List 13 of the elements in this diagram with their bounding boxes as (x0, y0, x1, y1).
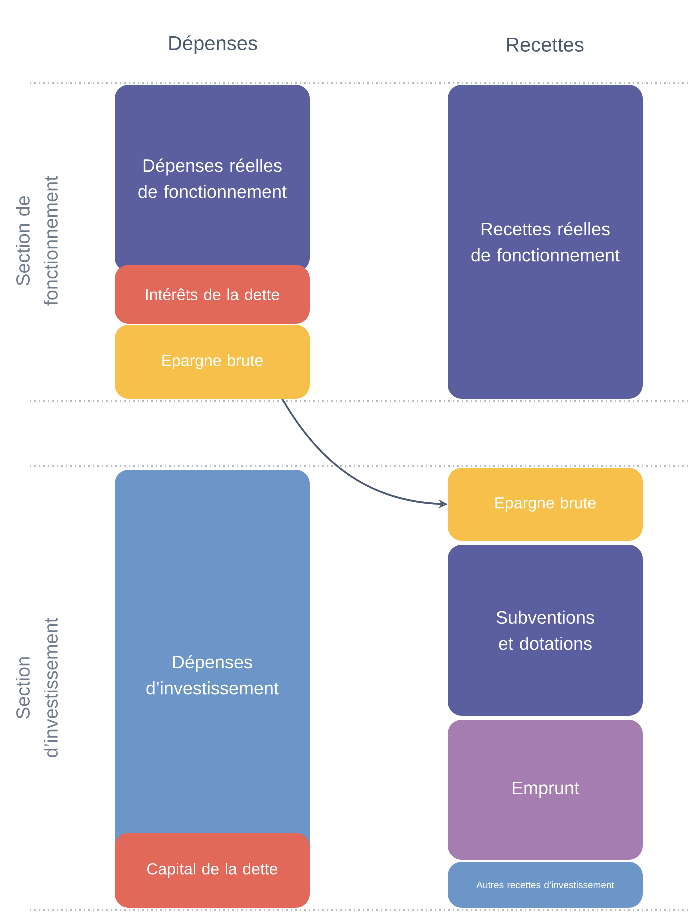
budget-block: Capital de la dette (115, 833, 310, 908)
budget-block: Epargne brute (448, 468, 643, 541)
budget-block: Epargne brute (115, 325, 310, 399)
column-heading: Recettes (507, 38, 584, 52)
budget-block: Emprunt (448, 720, 643, 860)
section-label: Section d’investissement (16, 618, 58, 758)
column-heading: Dépenses (170, 36, 258, 54)
budget-block: Intérêts de la dette (115, 265, 310, 324)
budget-block: Subventions et dotations (448, 545, 643, 716)
budget-block: Recettes réelles de fonctionnement (448, 85, 643, 399)
budget-block: Autres recettes d’investissement (448, 862, 643, 908)
budget-block: Dépenses réelles de fonctionnement (115, 85, 310, 272)
section-label: Section de fonctionnement (16, 176, 58, 306)
